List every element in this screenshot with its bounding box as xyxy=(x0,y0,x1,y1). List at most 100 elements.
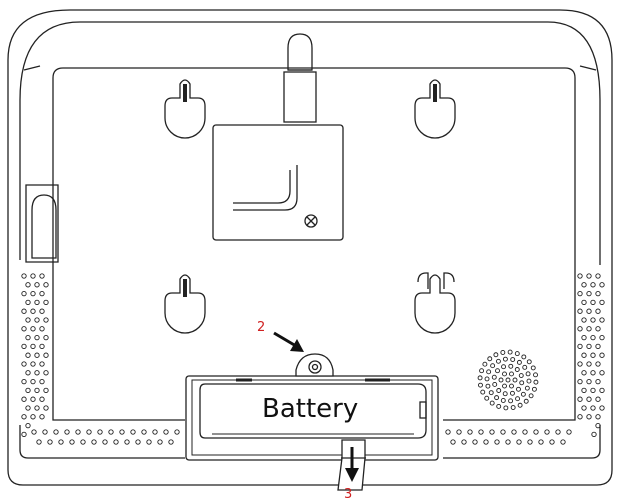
vent-hole xyxy=(135,439,141,445)
vent-hole xyxy=(599,317,605,323)
vent-hole xyxy=(595,290,601,297)
speaker-hole xyxy=(519,380,525,386)
vent-hole xyxy=(586,273,592,279)
speaker-hole xyxy=(516,359,522,365)
speaker-hole xyxy=(526,378,532,384)
keyhole-slot-bottom-left xyxy=(164,274,206,334)
speaker-hole xyxy=(487,356,493,362)
vent-hole xyxy=(43,370,49,376)
speaker-hole xyxy=(488,390,494,396)
speaker-hole xyxy=(517,402,523,408)
vent-hole xyxy=(25,334,31,341)
speaker-hole xyxy=(489,400,495,406)
vent-hole xyxy=(533,429,539,435)
speaker-hole xyxy=(480,389,486,395)
speaker-hole xyxy=(500,350,506,355)
vent-hole xyxy=(599,405,605,411)
vent-hole xyxy=(21,396,27,402)
vent-hole xyxy=(43,352,49,358)
vent-hole xyxy=(516,439,522,445)
vent-hole xyxy=(141,429,147,435)
arrow-icon-step-3 xyxy=(345,447,359,482)
keyhole-slot-top-left xyxy=(164,79,206,139)
vent-hole xyxy=(39,396,45,402)
vent-hole xyxy=(560,439,566,445)
center-mounting-plate xyxy=(212,124,344,241)
vent-hole xyxy=(25,299,31,306)
speaker-hole xyxy=(503,405,509,411)
vent-hole xyxy=(53,429,59,435)
vent-hole xyxy=(21,290,27,297)
speaker-hole xyxy=(502,356,508,362)
vent-hole xyxy=(168,439,174,445)
vent-hole xyxy=(586,308,592,314)
vent-hole xyxy=(43,334,49,341)
vent-hole xyxy=(157,439,163,445)
vent-hole xyxy=(86,429,92,435)
vent-hole xyxy=(42,429,48,435)
vent-hole xyxy=(21,308,27,314)
speaker-hole xyxy=(482,361,488,367)
keyhole-slot-top-right xyxy=(414,79,456,139)
vent-hole xyxy=(39,326,45,332)
vent-hole xyxy=(34,299,40,306)
vent-hole xyxy=(91,439,97,445)
vent-hole xyxy=(64,429,70,435)
speaker-hole xyxy=(502,371,507,377)
speaker-hole xyxy=(509,371,514,377)
speaker-hole xyxy=(507,349,513,355)
vent-hole xyxy=(599,370,605,376)
vent-hole xyxy=(489,429,495,435)
vent-hole xyxy=(577,396,583,402)
vent-hole xyxy=(500,429,506,435)
vent-hole xyxy=(577,343,583,350)
speaker-hole xyxy=(495,368,500,374)
vent-hole xyxy=(39,343,45,350)
vent-hole xyxy=(590,370,596,376)
vent-hole xyxy=(34,387,40,394)
vent-hole xyxy=(478,429,484,435)
vent-hole xyxy=(25,352,31,358)
outer-housing xyxy=(7,9,613,486)
vent-hole xyxy=(595,422,601,429)
speaker-hole xyxy=(516,386,521,392)
speaker-hole xyxy=(484,395,490,401)
speaker-hole xyxy=(510,357,516,362)
vent-hole xyxy=(163,429,169,435)
vent-hole xyxy=(599,387,605,394)
vent-hole xyxy=(577,361,583,367)
vent-hole xyxy=(577,290,583,297)
vent-hole xyxy=(505,439,511,445)
speaker-hole xyxy=(496,388,502,393)
step-number-3: 3 xyxy=(344,487,352,502)
vent-hole xyxy=(472,439,478,445)
vent-hole xyxy=(30,326,36,332)
vent-hole xyxy=(25,387,31,394)
speaker-hole xyxy=(533,379,539,385)
vent-hole xyxy=(577,326,583,332)
vent-hole xyxy=(30,343,36,350)
speaker-hole xyxy=(512,377,518,383)
speaker-hole xyxy=(525,371,531,377)
vent-hole xyxy=(21,378,27,385)
vent-hole xyxy=(113,439,119,445)
battery-compartment xyxy=(185,375,439,461)
vent-hole xyxy=(595,414,601,420)
vent-hole xyxy=(555,429,561,435)
vent-hole xyxy=(544,429,550,435)
speaker-grille xyxy=(477,349,539,411)
speaker-hole xyxy=(523,398,529,404)
arrow-icon-step-2 xyxy=(273,331,304,352)
vent-hole xyxy=(590,282,596,288)
vent-hole xyxy=(43,299,49,306)
vent-hole xyxy=(25,405,31,411)
top-post xyxy=(283,33,317,123)
vent-hole xyxy=(30,396,36,402)
vent-hole xyxy=(34,282,40,288)
speaker-hole xyxy=(477,375,483,381)
inner-contour xyxy=(19,21,601,101)
speaker-hole xyxy=(530,365,536,371)
speaker-hole xyxy=(518,373,524,378)
vent-hole xyxy=(69,439,75,445)
vent-hole xyxy=(599,282,605,288)
